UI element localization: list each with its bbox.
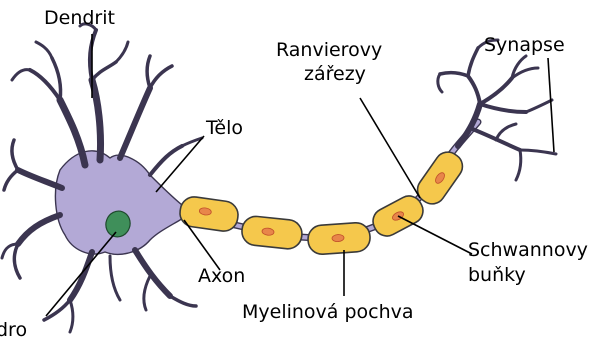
label-synapse: Synapse xyxy=(484,34,565,56)
label-dendrit: Dendrit xyxy=(44,7,115,29)
label-schwann-line2: buňky xyxy=(468,264,526,286)
schwann-cells xyxy=(178,147,467,255)
schwann-cell xyxy=(178,195,240,233)
leader-schwann xyxy=(398,216,472,254)
schwann-cell xyxy=(241,215,304,250)
label-axon: Axon xyxy=(198,265,245,287)
leader-telo xyxy=(156,136,204,192)
label-schwann-line1: Schwannovy xyxy=(468,239,588,261)
schwann-cell xyxy=(307,222,371,255)
label-ranvier-line2: zářezy xyxy=(304,63,366,85)
label-myelin: Myelinová pochva xyxy=(242,301,414,323)
leader-synapse xyxy=(548,58,554,152)
leader-ranvier xyxy=(360,98,420,198)
cell-body xyxy=(55,151,184,255)
label-telo: Tělo xyxy=(205,117,243,139)
label-ranvier-line1: Ranvierovy xyxy=(276,39,382,61)
label-jadro: dro xyxy=(0,319,27,341)
